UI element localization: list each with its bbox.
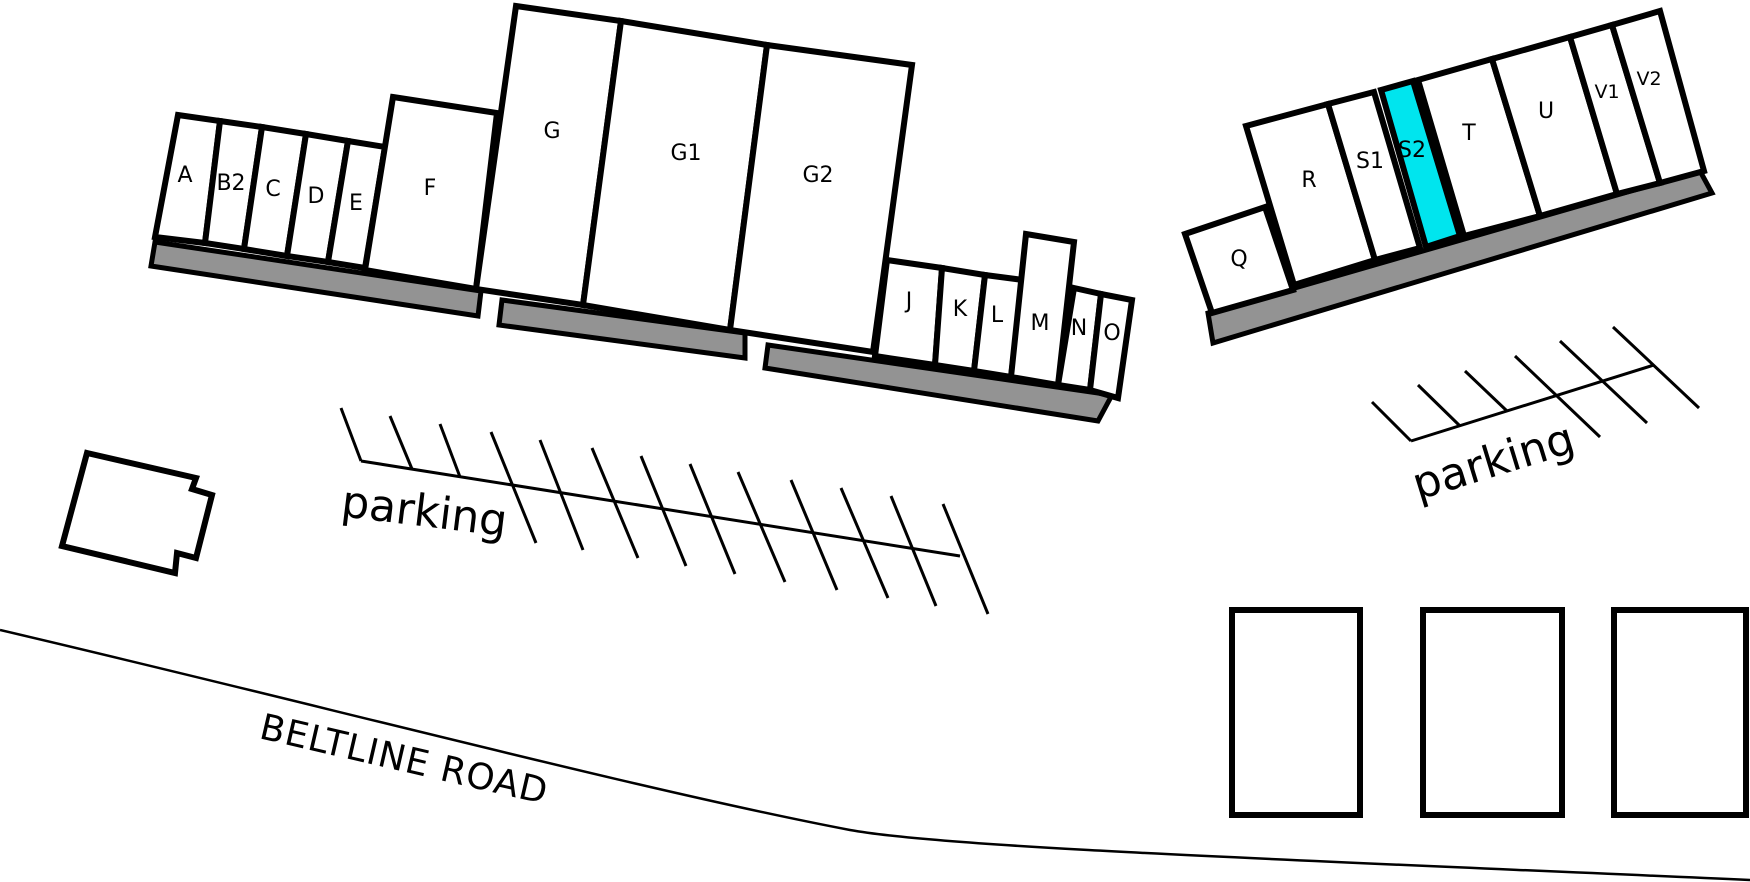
unit-label-s1: S1	[1356, 149, 1384, 174]
walkway-g-g1	[496, 297, 748, 361]
unit-label-o: O	[1103, 321, 1120, 346]
unit-label-f: F	[424, 176, 437, 201]
unit-label-q: Q	[1230, 247, 1247, 272]
unit-v2[interactable]	[1608, 7, 1708, 187]
unit-label-t: T	[1461, 121, 1476, 146]
unit-s2[interactable]	[1377, 77, 1464, 251]
unit-label-n: N	[1071, 316, 1087, 341]
unit-label-v2: V2	[1636, 68, 1661, 90]
lot-rect-3	[1611, 607, 1749, 818]
unit-label-j: J	[904, 289, 913, 314]
unit-label-v1: V1	[1594, 81, 1619, 103]
unit-label-a: A	[177, 163, 192, 188]
parking-stalls-right	[1370, 325, 1701, 443]
standalone-building	[58, 449, 216, 577]
walkway-a-f	[148, 239, 484, 319]
unit-label-k: K	[953, 297, 968, 322]
unit-label-c: C	[265, 177, 280, 202]
unit-label-m: M	[1031, 311, 1050, 336]
lot-rect-2	[1420, 607, 1565, 818]
parking-label-left: parking	[339, 476, 510, 547]
unit-q[interactable]	[1181, 203, 1297, 317]
unit-label-e: E	[349, 191, 363, 216]
unit-label-g1: G1	[670, 141, 701, 166]
unit-label-l: L	[991, 303, 1004, 328]
road-label: BELTLINE ROAD	[256, 707, 552, 813]
lot-rect-1	[1229, 607, 1363, 818]
unit-label-b2: B2	[216, 171, 245, 196]
unit-label-d: D	[308, 184, 325, 209]
beltline-road	[0, 628, 1750, 882]
unit-label-r: R	[1301, 168, 1316, 193]
unit-label-u: U	[1538, 99, 1554, 124]
parking-label-right: parking	[1406, 413, 1580, 510]
unit-label-s2: S2	[1398, 138, 1426, 163]
walkway-g2-o	[762, 342, 1116, 424]
unit-label-g2: G2	[802, 163, 833, 188]
unit-s1[interactable]	[1324, 88, 1424, 264]
unit-label-g: G	[543, 119, 560, 144]
parking-stalls-left	[339, 407, 990, 615]
unit-o[interactable]	[1086, 290, 1136, 402]
